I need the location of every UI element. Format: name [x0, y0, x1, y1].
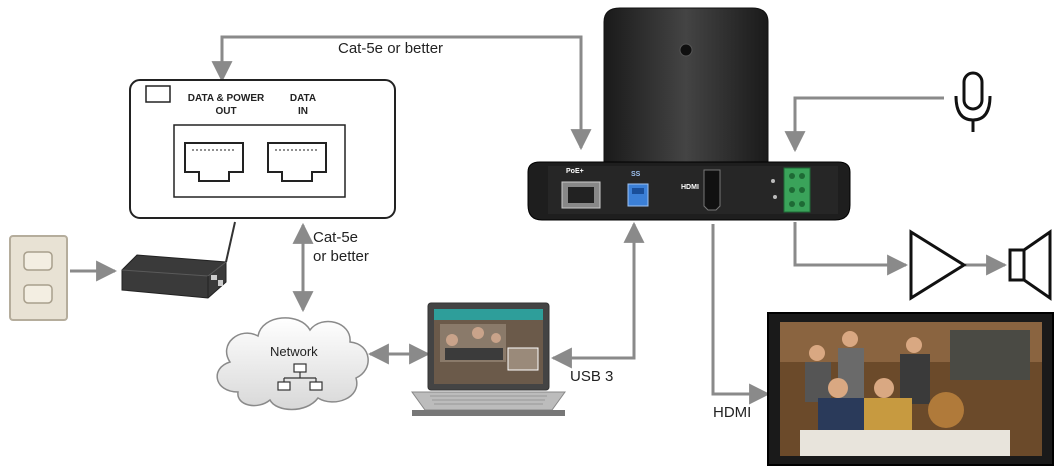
- camera-usb-label: SS: [631, 171, 641, 178]
- port-label-data-power-line1: DATA & POWER: [187, 93, 265, 104]
- camera-poe-label: PoE+: [566, 168, 584, 175]
- microphone-icon: [954, 71, 992, 132]
- rj45-port-out-icon: [184, 142, 244, 182]
- camera-hdmi-port: [703, 169, 721, 211]
- wall-outlet-icon: [9, 235, 68, 321]
- audio-out-cable: [793, 222, 909, 276]
- cable-label-mid-line1: Cat-5e: [313, 229, 359, 246]
- amplifier-icon: [909, 229, 967, 301]
- camera-hdmi-label: HDMI: [681, 184, 699, 191]
- usb-cable: [550, 221, 645, 369]
- hdmi-cable-label: HDMI: [713, 404, 752, 421]
- power-cord: [225, 221, 236, 263]
- network-label: Network: [270, 344, 318, 359]
- mic-cable: [784, 96, 944, 153]
- speaker-icon: [1008, 229, 1052, 301]
- cable-lines: [70, 35, 1008, 405]
- port-label-data-in-line2: IN: [298, 106, 308, 117]
- display-icon: [767, 312, 1054, 466]
- power-supply-icon: [121, 254, 227, 299]
- port-label-data-in-line1: DATA: [289, 93, 317, 104]
- rj45-port-in-icon: [267, 142, 327, 182]
- cat5e-top-cable: [211, 35, 592, 151]
- port-label-data-power-line2: OUT: [215, 106, 237, 117]
- camera-icon: [527, 7, 851, 221]
- cable-label-mid-line2: or better: [313, 248, 369, 265]
- hdmi-cable: [711, 224, 771, 405]
- camera-audio-terminal: [783, 167, 811, 213]
- port-label-data-power: DATA & POWER OUT: [175, 92, 277, 118]
- laptop-icon: [411, 302, 566, 416]
- poe-injector: [129, 79, 396, 219]
- display-photo-people: [800, 331, 1010, 456]
- network-topology-icon: [277, 363, 323, 391]
- camera-usb-port: [627, 183, 649, 207]
- network-cloud-icon: [216, 317, 369, 411]
- cable-label-top: Cat-5e or better: [338, 40, 444, 57]
- port-label-data-in: DATA IN: [278, 92, 328, 118]
- indicator-square: [145, 85, 171, 103]
- cable-label-mid: Cat-5e or better: [313, 228, 369, 266]
- usb-label: USB 3: [570, 368, 614, 385]
